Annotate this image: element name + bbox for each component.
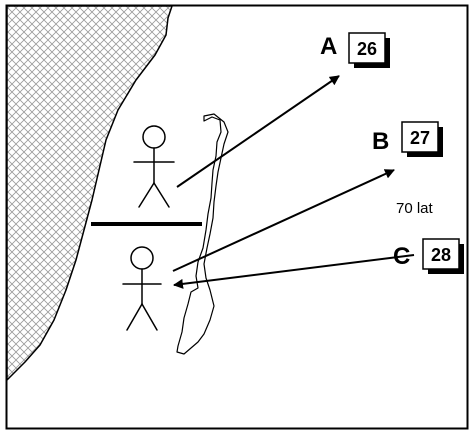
arrow-c [173, 254, 415, 289]
marker-b-box: 27 [401, 121, 443, 157]
marker-a-box: 26 [348, 32, 390, 68]
marker-c-box: 28 [422, 238, 464, 274]
period-note: 70 lat [396, 200, 434, 217]
marker-c-letter: C [393, 243, 410, 270]
marker-b-letter: B [372, 128, 389, 155]
arrow-a [176, 75, 340, 188]
arrow-b [172, 169, 395, 272]
marker-c-number: 28 [431, 245, 451, 265]
marker-a-letter: A [320, 33, 337, 60]
marker-b-number: 27 [410, 128, 430, 148]
stick-figure-lower [122, 246, 162, 331]
jordan-river-outline [176, 113, 229, 355]
sea-area [6, 5, 173, 381]
stick-figure-upper [133, 125, 175, 208]
marker-a-number: 26 [357, 39, 377, 59]
